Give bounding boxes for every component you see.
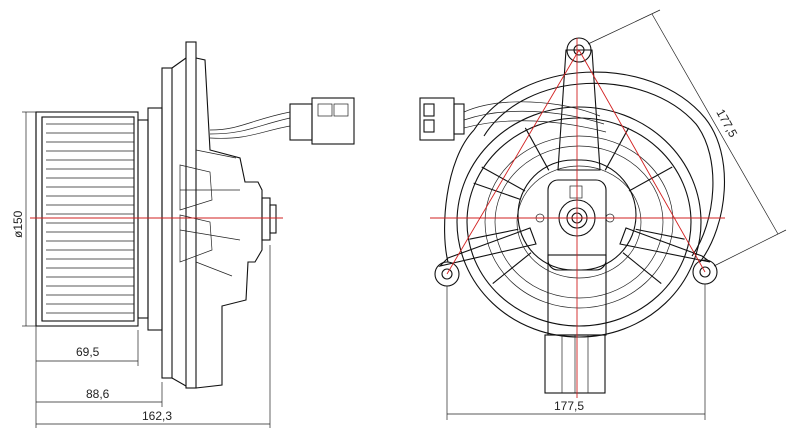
dimension-fan-length: 69,5 <box>76 345 100 359</box>
spoke <box>628 166 673 192</box>
side-view: ø150 69,5 88,6 162,3 <box>11 41 355 428</box>
front-view: 177,5 177,5 <box>419 9 787 420</box>
spokes-front <box>469 127 685 284</box>
connector-side <box>209 97 355 145</box>
dimension-body-length: 88,6 <box>86 387 110 401</box>
front-centerline-diagonal <box>446 49 580 275</box>
dimension-width-label: 177,5 <box>554 399 584 413</box>
motor-housing-side <box>179 57 277 389</box>
mount-top <box>557 37 601 171</box>
dimension-diagonal-label: 177,5 <box>713 107 740 140</box>
dimension-diameter: ø150 <box>11 111 36 327</box>
dimension-lines-side <box>35 245 271 428</box>
spoke <box>469 228 519 240</box>
fan-wheel-side <box>35 111 139 327</box>
dimension-diagonal: 177,5 <box>587 9 787 267</box>
spoke <box>635 228 685 240</box>
fan-blades-side <box>46 123 134 314</box>
motor-plate-side <box>137 41 197 389</box>
housing-front <box>444 71 726 338</box>
spoke <box>622 252 662 284</box>
dimension-width: 177,5 <box>446 284 706 420</box>
bottom-connector-front <box>544 334 606 394</box>
spoke <box>473 182 521 201</box>
spoke <box>492 252 532 284</box>
spoke <box>604 127 630 171</box>
connector-front <box>419 97 607 141</box>
front-centerline-diagonal-2 <box>578 49 706 273</box>
dimension-diameter-label: ø150 <box>11 210 25 238</box>
dimension-total-length: 162,3 <box>142 409 172 423</box>
